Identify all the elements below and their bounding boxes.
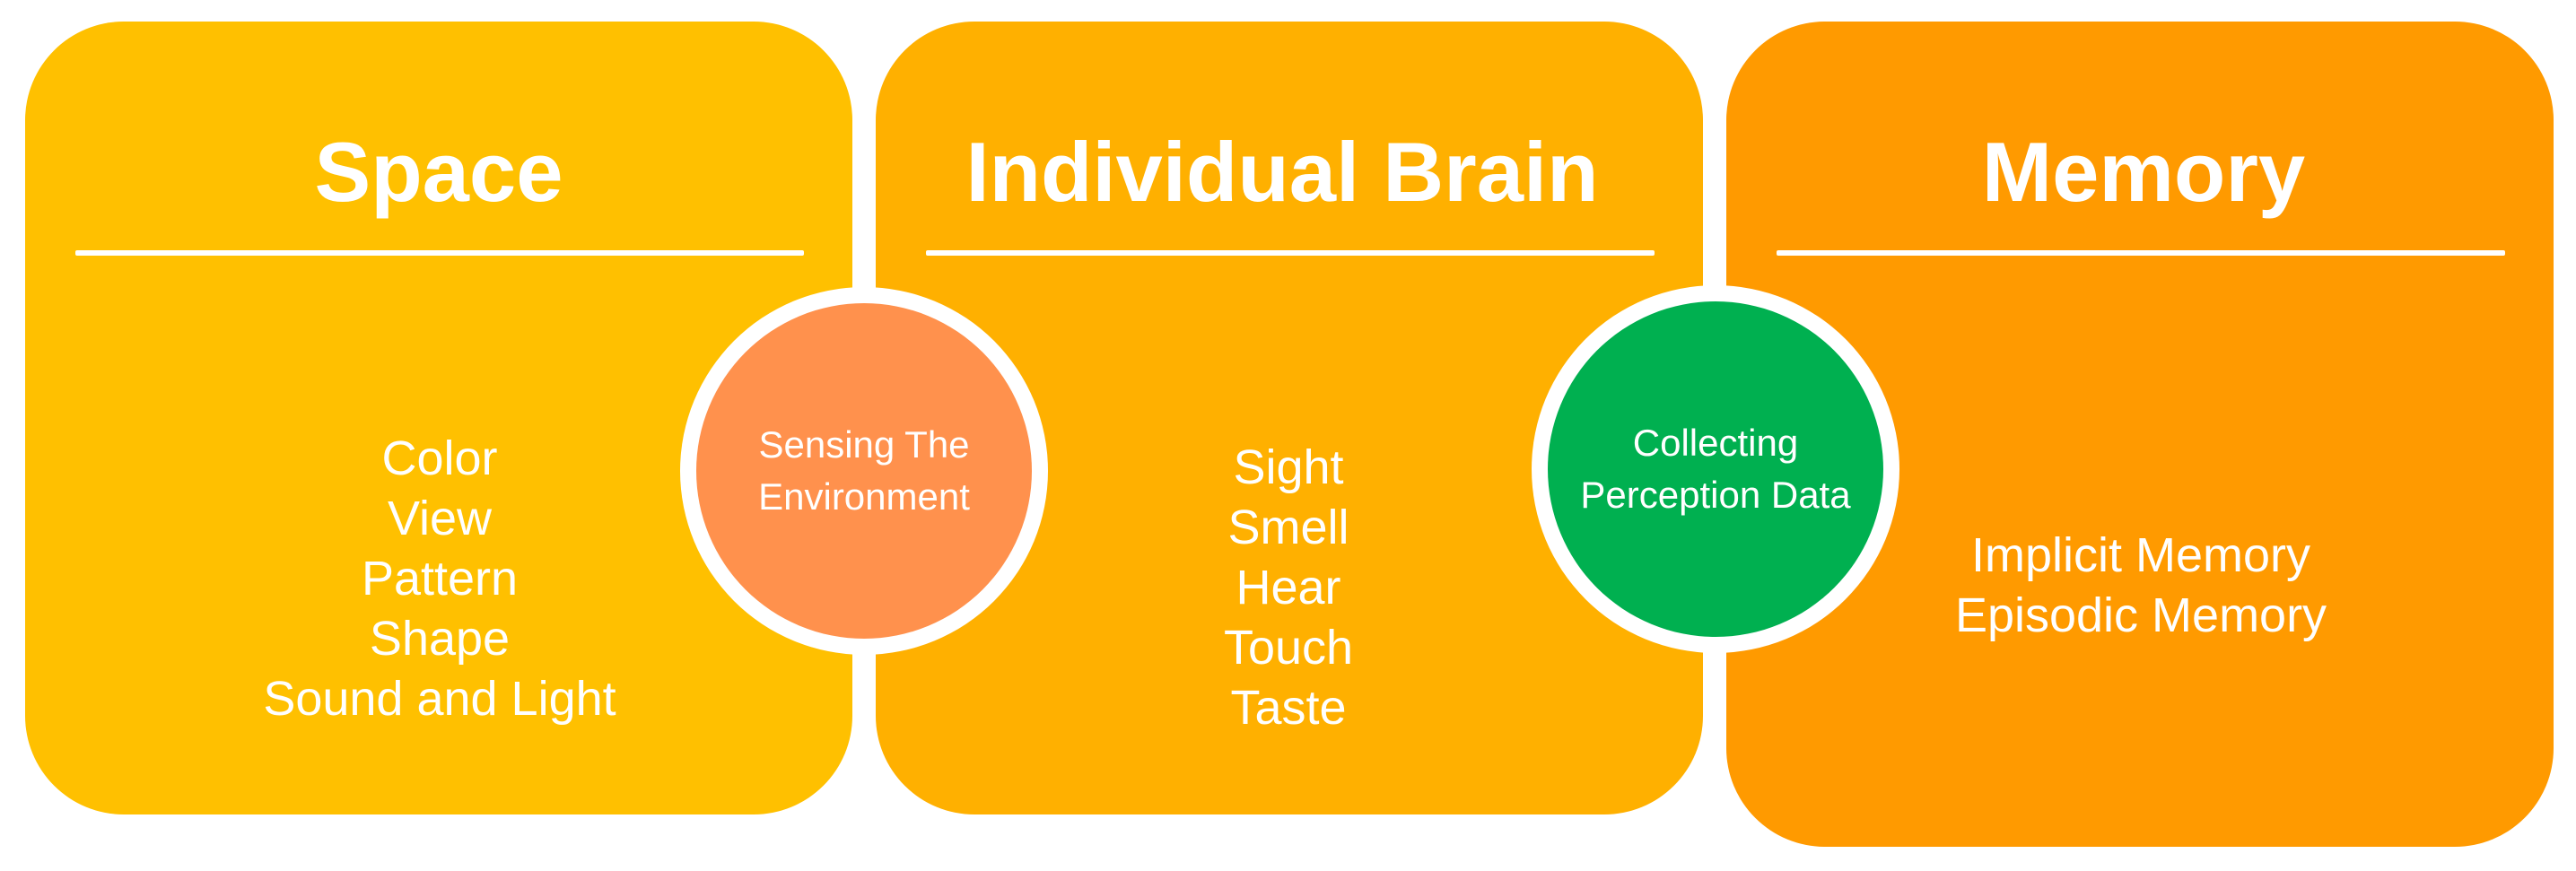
list-item: Touch xyxy=(1223,621,1354,675)
memory-item-list: Implicit Memory Episodic Memory xyxy=(1726,526,2554,646)
list-item: Color xyxy=(381,431,498,485)
space-item-list: Color View Pattern Shape Sound and Light xyxy=(25,429,852,729)
panel-title-space: Space xyxy=(314,125,563,219)
connector-circle: Collecting Perception Data xyxy=(1548,301,1883,637)
connector-label: Collecting Perception Data xyxy=(1580,417,1850,521)
connector-collecting-perception-data: Collecting Perception Data xyxy=(1532,285,1899,653)
list-item: Sight xyxy=(1233,440,1344,494)
connector-label-line: Sensing The xyxy=(758,423,970,466)
title-divider xyxy=(1777,250,2505,256)
list-item: Shape xyxy=(369,612,511,666)
list-item: Sound and Light xyxy=(263,672,616,726)
list-item: Episodic Memory xyxy=(1954,588,2327,642)
connector-label: Sensing The Environment xyxy=(758,419,970,523)
connector-label-line: Environment xyxy=(758,475,970,518)
panel-title-individual-brain: Individual Brain xyxy=(965,125,1599,219)
connector-label-line: Perception Data xyxy=(1580,474,1851,516)
list-item: Pattern xyxy=(361,552,519,605)
connector-circle: Sensing The Environment xyxy=(696,303,1032,639)
connector-sensing-the-environment: Sensing The Environment xyxy=(680,287,1048,655)
list-item: Implicit Memory xyxy=(1970,528,2311,582)
list-item: Taste xyxy=(1230,681,1347,735)
title-divider xyxy=(926,250,1655,256)
list-item: Smell xyxy=(1227,501,1349,554)
title-divider xyxy=(75,250,804,256)
panel-title-memory: Memory xyxy=(1981,125,2306,219)
brain-item-list: Sight Smell Hear Touch Taste xyxy=(876,438,1701,738)
connector-label-line: Collecting xyxy=(1632,422,1799,464)
list-item: Hear xyxy=(1236,561,1341,614)
list-item: View xyxy=(387,492,493,545)
